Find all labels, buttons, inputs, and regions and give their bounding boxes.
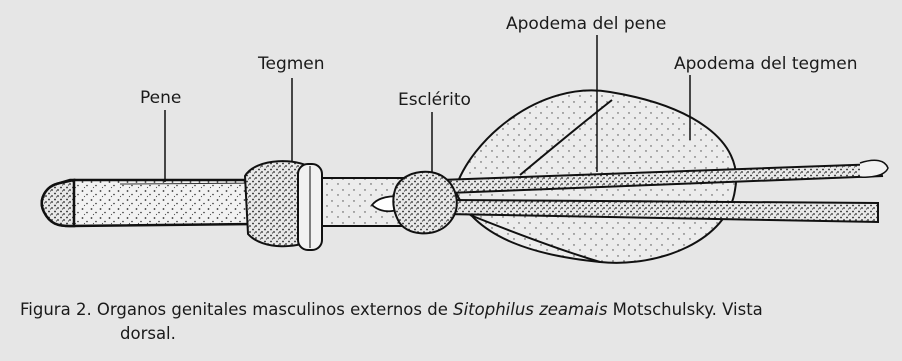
caption-prefix: Figura 2. Organos genitales masculinos e…: [20, 300, 453, 319]
caption-line2: dorsal.: [20, 324, 176, 343]
sclerite-shape: [393, 172, 456, 234]
penis-dark-tip: [42, 180, 74, 226]
figure-caption: Figura 2. Organos genitales masculinos e…: [20, 298, 890, 346]
apodeme-tip: [860, 160, 888, 177]
caption-suffix: Motschulsky. Vista: [607, 300, 762, 319]
caption-genus: Sitophilus: [453, 300, 534, 319]
label-apodema-pene: Apodema del pene: [506, 14, 666, 34]
label-esclerito: Esclérito: [398, 90, 471, 110]
caption-species: zeamais: [539, 300, 607, 319]
label-pene: Pene: [140, 88, 181, 108]
label-tegmen: Tegmen: [258, 54, 325, 74]
label-apodema-tegmen: Apodema del tegmen: [674, 54, 858, 74]
